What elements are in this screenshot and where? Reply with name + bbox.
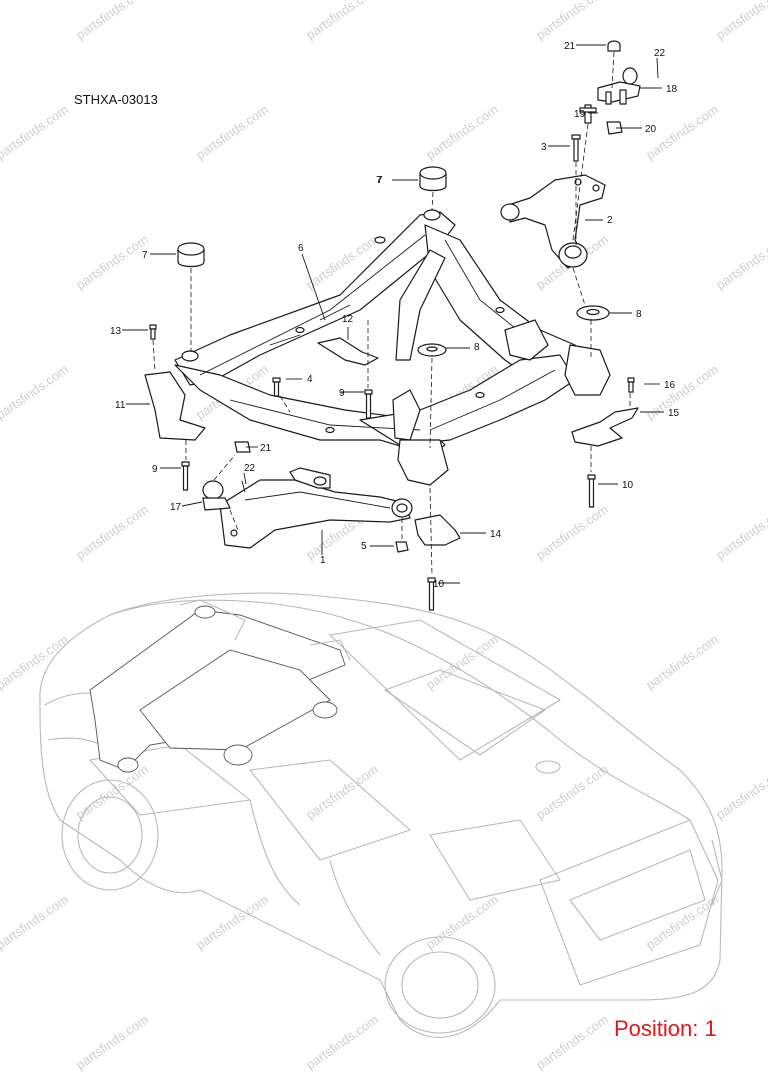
callout-22: 22: [654, 48, 666, 59]
watermark-text: partsfinds.com: [713, 232, 768, 293]
bolt-part-3: [571, 134, 581, 162]
callout-9: 9: [152, 464, 158, 475]
callout-20: 20: [645, 124, 657, 135]
callout-8: 8: [474, 342, 480, 353]
callout-4: 4: [307, 374, 313, 385]
callout-1: 1: [320, 555, 326, 566]
callout-3: 3: [541, 142, 547, 153]
watermark-text: partsfinds.com: [73, 0, 151, 42]
callout-7: 7: [376, 175, 382, 186]
callout-labels: 1234567778899101011121314151617181920212…: [110, 41, 680, 590]
brackets: [144, 337, 639, 546]
watermark-text: partsfinds.com: [0, 362, 71, 423]
watermark-text: partsfinds.com: [0, 632, 71, 693]
callout-6: 6: [298, 243, 304, 254]
callout-7: 7: [142, 250, 148, 261]
watermark-text: partsfinds.com: [423, 102, 501, 163]
watermark-text: partsfinds.com: [643, 632, 721, 693]
washer-part-8: [417, 305, 610, 357]
position-label: Position: 1: [614, 1016, 717, 1041]
watermark-text: partsfinds.com: [423, 892, 501, 953]
watermark-text: partsfinds.com: [0, 892, 71, 953]
bushing-part-7: [177, 166, 447, 268]
diagram-code: STHXA-03013: [74, 92, 158, 107]
watermark-text: partsfinds.com: [533, 762, 611, 823]
callout-13: 13: [110, 326, 122, 337]
callout-8: 8: [636, 309, 642, 320]
watermark-text: partsfinds.com: [643, 362, 721, 423]
watermark-text: partsfinds.com: [193, 892, 271, 953]
watermark-text: partsfinds.com: [713, 0, 768, 42]
watermark-text: partsfinds.com: [0, 102, 71, 163]
callout-22: 22: [244, 463, 256, 474]
callout-18: 18: [666, 84, 678, 95]
callout-21: 21: [260, 443, 272, 454]
callout-leaders: [122, 44, 664, 584]
vehicle-outline: [39, 592, 723, 1038]
watermark-text: partsfinds.com: [713, 502, 768, 563]
callout-9: 9: [339, 388, 345, 399]
callout-10: 10: [433, 579, 445, 590]
watermark-text: partsfinds.com: [73, 232, 151, 293]
callout-11: 11: [115, 400, 126, 411]
watermark-text: partsfinds.com: [193, 102, 271, 163]
upper-ball-joint-part-18: [579, 40, 659, 135]
callout-10: 10: [622, 480, 634, 491]
callout-16: 16: [664, 380, 676, 391]
watermark-text: partsfinds.com: [643, 892, 721, 953]
lower-control-arm-part-1: [219, 467, 413, 549]
watermark-text: partsfinds.com: [533, 0, 611, 42]
callout-15: 15: [668, 408, 680, 419]
upper-control-arm-part-2: [500, 174, 606, 269]
callout-5: 5: [361, 541, 367, 552]
callout-21: 21: [564, 41, 576, 52]
watermark-text: partsfinds.com: [533, 502, 611, 563]
callout-19: 19: [574, 109, 586, 120]
watermark-text: partsfinds.com: [73, 502, 151, 563]
callout-14: 14: [490, 529, 502, 540]
watermark-text: partsfinds.com: [303, 1012, 381, 1073]
callout-7: 7: [377, 175, 383, 186]
lower-ball-joint-part-17: [202, 441, 251, 511]
assembly-guide-lines: [152, 51, 631, 576]
bolts: [149, 324, 635, 611]
subframe-part-6: [174, 209, 611, 486]
watermark-text: partsfinds.com: [73, 1012, 151, 1073]
watermark-text: partsfinds.com: [713, 762, 768, 823]
watermark-text: partsfinds.com: [303, 0, 381, 42]
watermark-text: partsfinds.com: [533, 1012, 611, 1073]
callout-2: 2: [607, 215, 613, 226]
callout-12: 12: [342, 314, 354, 325]
callout-17: 17: [170, 502, 182, 513]
watermark-text: partsfinds.com: [423, 632, 501, 693]
